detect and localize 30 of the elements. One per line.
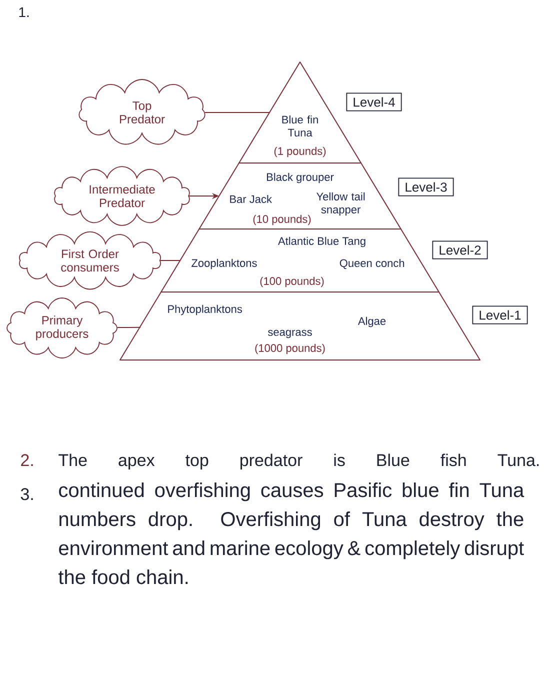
biomass-label: (1000 pounds): [255, 344, 325, 354]
species-label: seagrass: [268, 330, 312, 338]
connector-line: [204, 112, 270, 113]
level-box: Level-4: [346, 92, 402, 112]
cloud-bubble: Top Predator: [78, 79, 206, 145]
species-label: Atlantic Blue Tang: [278, 236, 366, 248]
question-number: 3.: [20, 488, 33, 500]
answer-text: continued overfishing causes Pasific blue fin Tuna numbers drop. Overfishing of Tuna destroy the environment and marine ecology & completely disrupt the food chain.: [58, 482, 524, 584]
species-label: Algae: [358, 316, 386, 328]
connector-line: [160, 260, 181, 261]
connector-line: [116, 326, 142, 328]
cloud-bubble: Primary producers: [6, 298, 118, 358]
species-label: Bar Jack: [230, 194, 272, 204]
level-box: Level-2: [432, 240, 488, 260]
biomass-label: (1 pounds): [274, 146, 326, 158]
level-box: Level-1: [472, 306, 528, 324]
question-number: 1.: [19, 7, 29, 17]
species-label: Zooplanktons: [192, 258, 257, 270]
species-label: Yellow tail snapper: [316, 192, 365, 216]
cloud-bubble: Intermediate Predator: [54, 166, 190, 226]
species-label: Blue fin Tuna: [282, 115, 318, 137]
cloud-bubble: First Order consumers: [19, 231, 161, 290]
biomass-label: (100 pounds): [260, 276, 324, 288]
species-label: Black grouper: [266, 172, 334, 184]
species-label: Phytoplanktons: [168, 304, 242, 316]
answer-text: The apex top predator is Blue fish Tuna.: [58, 454, 539, 470]
species-label: Queen conch: [340, 258, 404, 270]
question-number: 2.: [21, 454, 33, 466]
level-box: Level-3: [398, 178, 454, 196]
biomass-label: (10 pounds): [253, 214, 311, 226]
